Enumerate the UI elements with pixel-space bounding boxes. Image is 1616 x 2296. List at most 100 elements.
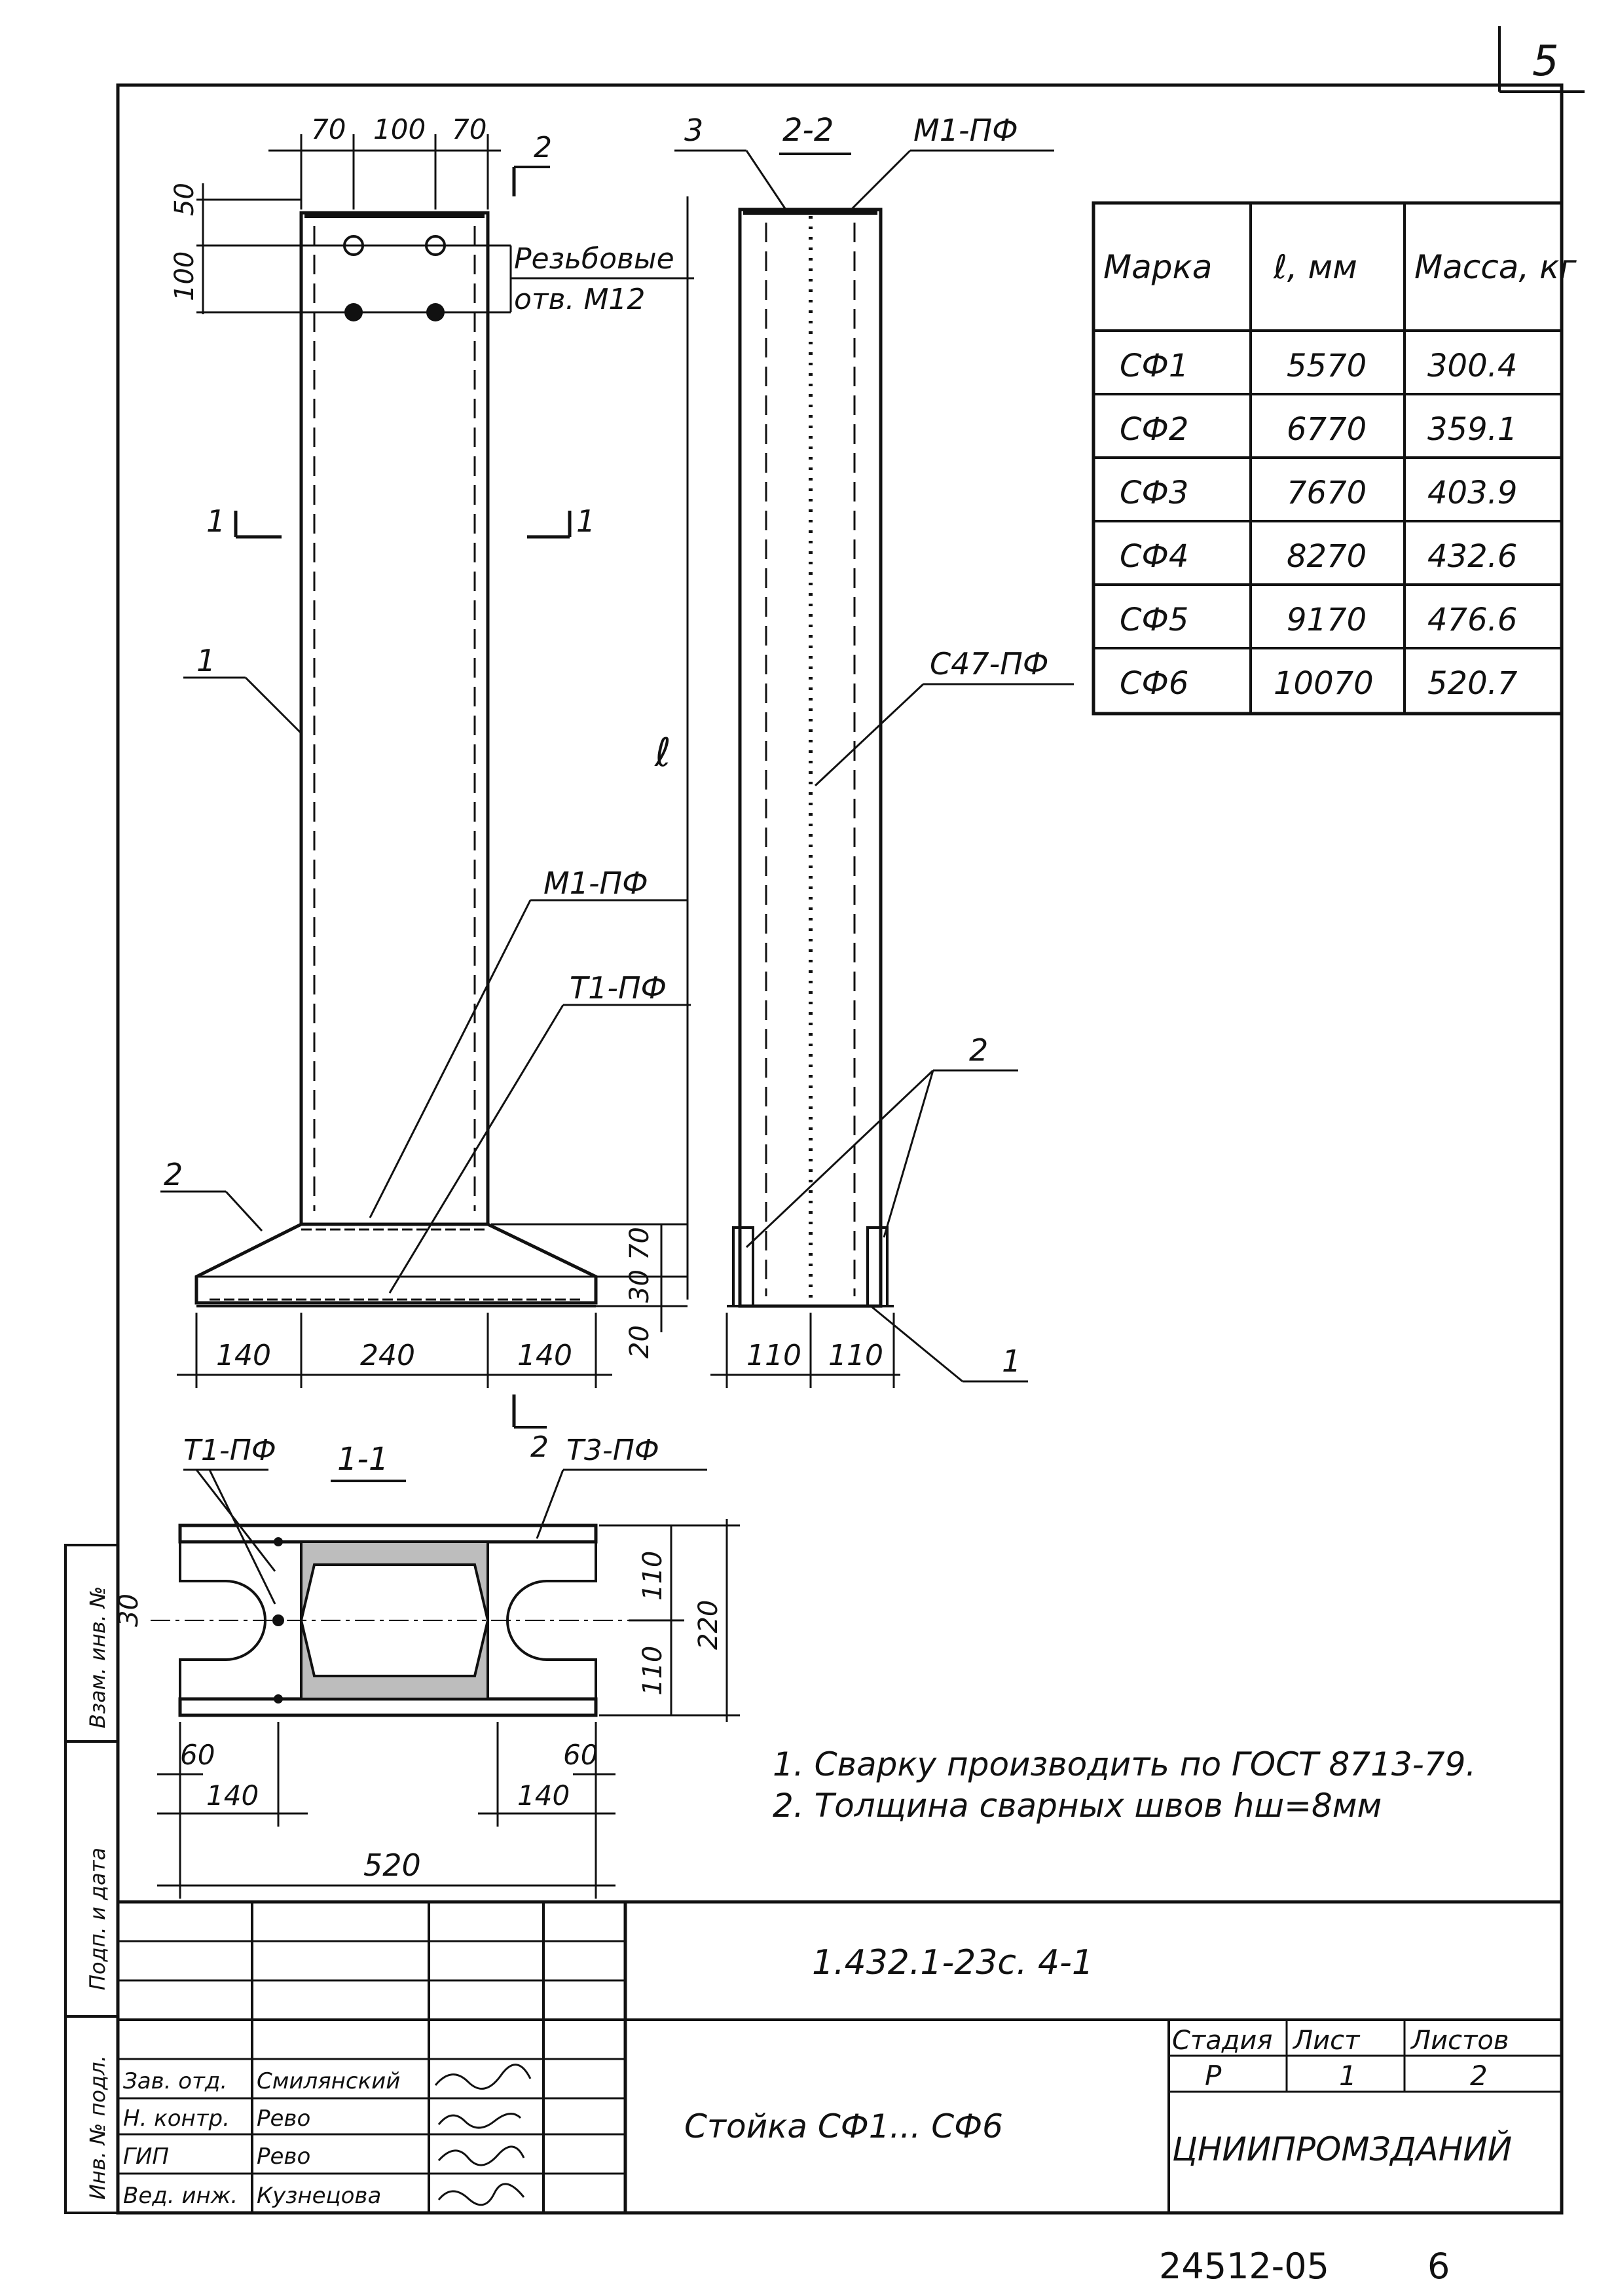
- staff-name: Смилянский: [257, 2068, 400, 2094]
- dim-140: 140: [517, 1779, 570, 1812]
- stamp-border: [64, 1544, 119, 2214]
- mark-m1-side: М1-ПФ: [913, 113, 1018, 148]
- mark-m1: М1-ПФ: [543, 866, 648, 901]
- cut-label: 1: [206, 503, 225, 539]
- weld-dot: [272, 1614, 284, 1626]
- mark-t3: Т3-ПФ: [566, 1434, 659, 1467]
- table-header: Марка: [1103, 248, 1212, 286]
- table-cell: 403.9: [1427, 475, 1517, 511]
- leader-line: [850, 149, 911, 211]
- section-label: 2: [530, 1430, 549, 1464]
- leader-line: [814, 683, 925, 787]
- table-cell: 359.1: [1427, 411, 1517, 448]
- signature: [437, 2183, 525, 2206]
- dim-20: 20: [625, 1325, 655, 1358]
- stamp-cell: Инв. № подл.: [85, 2055, 110, 2200]
- staff-role: Вед. инж.: [123, 2183, 238, 2209]
- leader-line: [369, 900, 532, 1218]
- dim-240: 240: [360, 1339, 415, 1372]
- section-view: 1-1 Т1-ПФ Т3-ПФ 30 110 110 220: [114, 1434, 740, 1899]
- dim-520: 520: [363, 1848, 421, 1883]
- table-cell: СФ1: [1120, 348, 1188, 384]
- hole-note: отв. М12: [514, 283, 645, 316]
- front-view: 70 100 70 2 50 100 Резьбовые отв. М12 1 …: [160, 113, 694, 1464]
- dim-110: 110: [638, 1551, 668, 1601]
- signature: [437, 2145, 525, 2166]
- stamp-cell: Подп. и дата: [85, 1848, 110, 1990]
- length-label: ℓ: [654, 730, 671, 776]
- sheets-header: Листов: [1410, 2026, 1509, 2056]
- table-header: ℓ, мм: [1273, 248, 1357, 286]
- dim-70: 70: [625, 1227, 655, 1260]
- drawing-title: Стойка СФ1... СФ6: [684, 2107, 1003, 2145]
- drawing-frame: [116, 83, 1564, 2215]
- note-2: 2. Толщина сварных швов hш=8мм: [773, 1787, 1382, 1825]
- staff-role: Н. контр.: [123, 2105, 230, 2132]
- table-cell: СФ2: [1120, 411, 1188, 448]
- sheets-value: 2: [1470, 2060, 1488, 2092]
- base-plate: [194, 1222, 598, 1305]
- callout-2-side: 2: [969, 1032, 988, 1068]
- note-1: 1. Сварку производить по ГОСТ 8713-79.: [773, 1745, 1476, 1783]
- dim-100: 100: [373, 113, 426, 145]
- staff-name: Кузнецова: [257, 2183, 381, 2209]
- column-body: [299, 211, 490, 1226]
- table-cell: 476.6: [1427, 602, 1517, 638]
- table-header: Масса, кг: [1414, 248, 1577, 286]
- leader-line: [195, 1469, 276, 1572]
- signature: [437, 2113, 522, 2129]
- signature: [434, 2064, 532, 2090]
- staff-name: Рево: [257, 2143, 310, 2170]
- dim-50: 50: [170, 183, 200, 216]
- mark-c47: С47-ПФ: [930, 646, 1048, 682]
- page-number: 5: [1532, 37, 1559, 86]
- leader-line: [536, 1469, 564, 1539]
- footer-code: 24512-05: [1159, 2246, 1329, 2287]
- dim-100: 100: [170, 251, 200, 301]
- leader-line: [745, 150, 787, 210]
- table-cell: 8270: [1287, 538, 1367, 575]
- dim-60: 60: [180, 1739, 215, 1771]
- dim-60: 60: [563, 1739, 598, 1771]
- table-cell: СФ5: [1120, 602, 1188, 638]
- table-cell: СФ3: [1120, 475, 1188, 511]
- leader-line: [870, 1305, 963, 1383]
- table-cell: 5570: [1287, 348, 1367, 384]
- staff-role: Зав. отд.: [123, 2068, 227, 2094]
- dim-140: 140: [216, 1339, 271, 1372]
- dim-110: 110: [638, 1646, 668, 1696]
- organization: ЦНИИПРОМЗДАНИЙ: [1172, 2130, 1512, 2168]
- dim-30: 30: [625, 1269, 655, 1303]
- callout-1-side: 1: [1002, 1343, 1021, 1379]
- leader-line: [883, 1070, 934, 1238]
- mark-t1: Т1-ПФ: [570, 970, 667, 1006]
- weld-dot: [274, 1537, 283, 1546]
- leader-line: [225, 1190, 263, 1232]
- stage-value: Р: [1205, 2060, 1222, 2092]
- title-block: 1.432.1-23с. 4-1 Стойка СФ1... СФ6 Стади…: [118, 1900, 1562, 2213]
- dim-140: 140: [517, 1339, 572, 1372]
- section-label: 2: [534, 131, 552, 164]
- stiffener: [732, 1226, 754, 1307]
- dim-70: 70: [452, 113, 487, 145]
- footer-number: 6: [1427, 2246, 1450, 2287]
- hole-note: Резьбовые: [514, 242, 674, 276]
- dim-220: 220: [693, 1600, 724, 1650]
- table-cell: 9170: [1287, 602, 1367, 638]
- table-cell: 10070: [1274, 665, 1374, 702]
- dim-110: 110: [746, 1339, 801, 1372]
- sheet-value: 1: [1339, 2060, 1357, 2092]
- table-cell: 7670: [1287, 475, 1367, 511]
- section-title: 2-2: [782, 112, 834, 149]
- table-cell: 300.4: [1427, 348, 1517, 384]
- dim-140: 140: [206, 1779, 259, 1812]
- weld-dot: [274, 1694, 283, 1704]
- leader-line: [208, 1469, 276, 1605]
- side-view: 2-2 3 М1-ПФ С47-ПФ 2 1 110: [674, 112, 1074, 1388]
- table-cell: СФ6: [1120, 665, 1188, 702]
- stamp-cell: Взам. инв. №: [85, 1586, 110, 1728]
- staff-role: ГИП: [123, 2143, 169, 2170]
- callout-2: 2: [164, 1157, 183, 1192]
- stage-header: Стадия: [1172, 2026, 1272, 2056]
